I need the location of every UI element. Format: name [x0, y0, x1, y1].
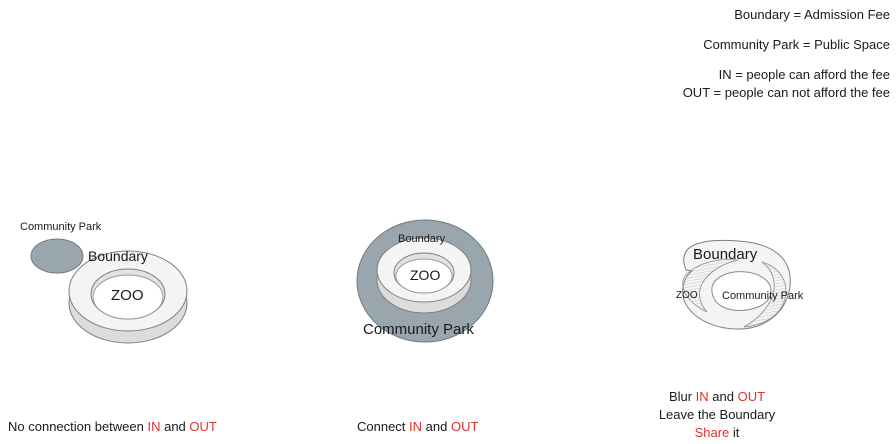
diagram1-zoo-label: ZOO	[111, 287, 144, 304]
legend-out: OUT = people can not afford the fee	[682, 85, 890, 100]
diagram2-park-label: Community Park	[363, 321, 474, 338]
diagram3-inner-hole	[711, 271, 772, 311]
diagram1-boundary-label: Boundary	[88, 248, 148, 264]
diagram2-boundary-label: Boundary	[398, 233, 446, 245]
diagram3-zoo-label: ZOO	[676, 290, 698, 301]
diagram2-caption: Connect IN and OUT	[357, 419, 479, 434]
diagram2-zoo-area	[395, 258, 453, 294]
diagram3-caption-line1: Blur IN and OUT	[668, 389, 766, 404]
diagram3-boundary-label: Boundary	[693, 246, 758, 263]
diagram1-park-label: Community Park	[20, 221, 102, 233]
legend: Boundary = Admission Fee Community Park …	[683, 6, 890, 102]
diagram3-caption-line2: Leave the Boundary	[658, 407, 776, 422]
diagram3-park-label: Community Park	[722, 290, 804, 302]
legend-boundary: Boundary = Admission Fee	[734, 7, 890, 22]
legend-community-park: Community Park = Public Space	[703, 37, 890, 52]
diagram3-caption: Blur IN and OUT Leave the Boundary Share…	[652, 388, 782, 442]
legend-in: IN = people can afford the fee	[718, 67, 890, 82]
diagram3-caption-line3: Share it	[694, 425, 740, 440]
diagram1-caption: No connection between IN and OUT	[8, 419, 217, 434]
diagram1-zoo-area	[92, 274, 164, 320]
diagram2-zoo-label: ZOO	[410, 267, 441, 283]
diagram1-park-shape	[30, 238, 84, 274]
